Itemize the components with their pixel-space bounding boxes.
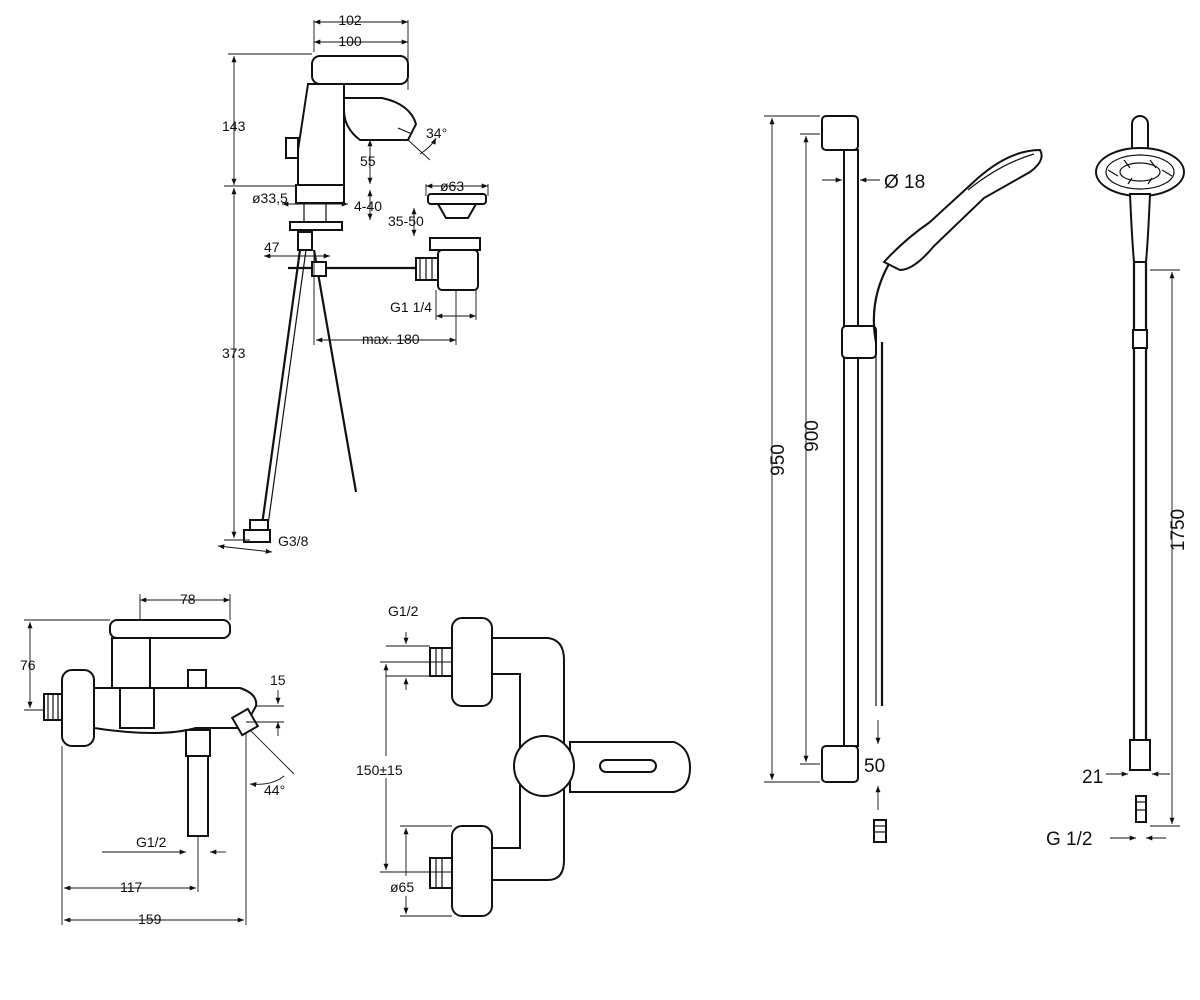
- dim-d63: ø63: [440, 178, 464, 194]
- bath-mixer-top-drawing: G1/2 150±15 ø65: [352, 603, 692, 917]
- dim-900: 900: [802, 420, 823, 452]
- dim-50: 50: [864, 756, 885, 777]
- basin-body: [297, 83, 345, 186]
- bath-wall-flange: [61, 669, 95, 747]
- waste-fitting: [415, 193, 487, 291]
- hand-shower-side: [882, 148, 1043, 272]
- dim-d33-5: ø33,5: [252, 190, 288, 206]
- dim-76: 76: [20, 657, 36, 673]
- bath-lever: [109, 619, 231, 639]
- bath-body: [93, 687, 258, 734]
- top-cartridge: [513, 735, 575, 797]
- bath-mixer-side-drawing: 78 76 15 44° G1/2 117 159: [20, 591, 295, 927]
- rail-bar: [843, 149, 859, 747]
- top-flange-lower: [451, 825, 493, 917]
- dim-g1-1-4: G1 1/4: [390, 299, 432, 315]
- basin-mixer-drawing: 102 100 143 34° 55 ø33,5 4-40 ø63 35-50 …: [217, 12, 489, 554]
- rail-top-bracket: [821, 115, 859, 151]
- rail-slider: [841, 325, 877, 359]
- dim-g3-8: G3/8: [278, 533, 309, 549]
- basin-lever: [311, 55, 409, 85]
- bath-cartridge: [111, 637, 151, 689]
- dim-44deg: 44°: [264, 782, 285, 798]
- dim-1750: 1750: [1168, 509, 1189, 551]
- supply-hose-1: [260, 249, 302, 526]
- dim-150: 150±15: [356, 762, 403, 778]
- dim-102: 102: [338, 12, 362, 28]
- dim-max-180: max. 180: [362, 331, 420, 347]
- dim-950: 950: [768, 444, 789, 476]
- shower-rail-drawing: 950 900 Ø 18 50: [764, 115, 1043, 843]
- dim-g1-2-top: G1/2: [388, 603, 419, 619]
- dim-47: 47: [264, 239, 280, 255]
- dim-15: 15: [270, 672, 286, 688]
- dim-55: 55: [360, 153, 376, 169]
- basin-mount: [295, 184, 345, 204]
- dim-159: 159: [138, 911, 162, 927]
- dim-g1-2-hose: G 1/2: [1046, 829, 1092, 850]
- top-inlet-lower: [429, 857, 453, 889]
- shower-hose-drawing: 1750 21 G 1/2: [1046, 115, 1189, 850]
- dim-100: 100: [338, 33, 362, 49]
- basin-fixing-plate: [289, 221, 343, 231]
- dim-35-50: 35-50: [388, 213, 424, 229]
- diverter-knob: [187, 669, 207, 689]
- dim-34deg: 34°: [426, 125, 447, 141]
- dim-4-40: 4-40: [354, 198, 382, 214]
- dim-21: 21: [1082, 767, 1103, 788]
- pop-up-knob: [285, 137, 299, 159]
- dim-373: 373: [222, 345, 246, 361]
- supply-hose-2: [312, 249, 358, 493]
- rail-fixing: [873, 819, 887, 843]
- bath-outlet: [185, 729, 211, 757]
- dim-143: 143: [222, 118, 246, 134]
- dim-d65: ø65: [390, 879, 414, 895]
- dim-g1-2-side: G1/2: [136, 834, 167, 850]
- dim-78: 78: [180, 591, 196, 607]
- top-flange-upper: [451, 617, 493, 707]
- hand-shower-handle: [1128, 193, 1152, 263]
- hose-nut: [1129, 739, 1151, 771]
- basin-spout: [343, 97, 418, 141]
- dim-d18: Ø 18: [884, 172, 925, 193]
- rail-bottom-bracket: [821, 745, 859, 783]
- dim-117: 117: [120, 879, 143, 895]
